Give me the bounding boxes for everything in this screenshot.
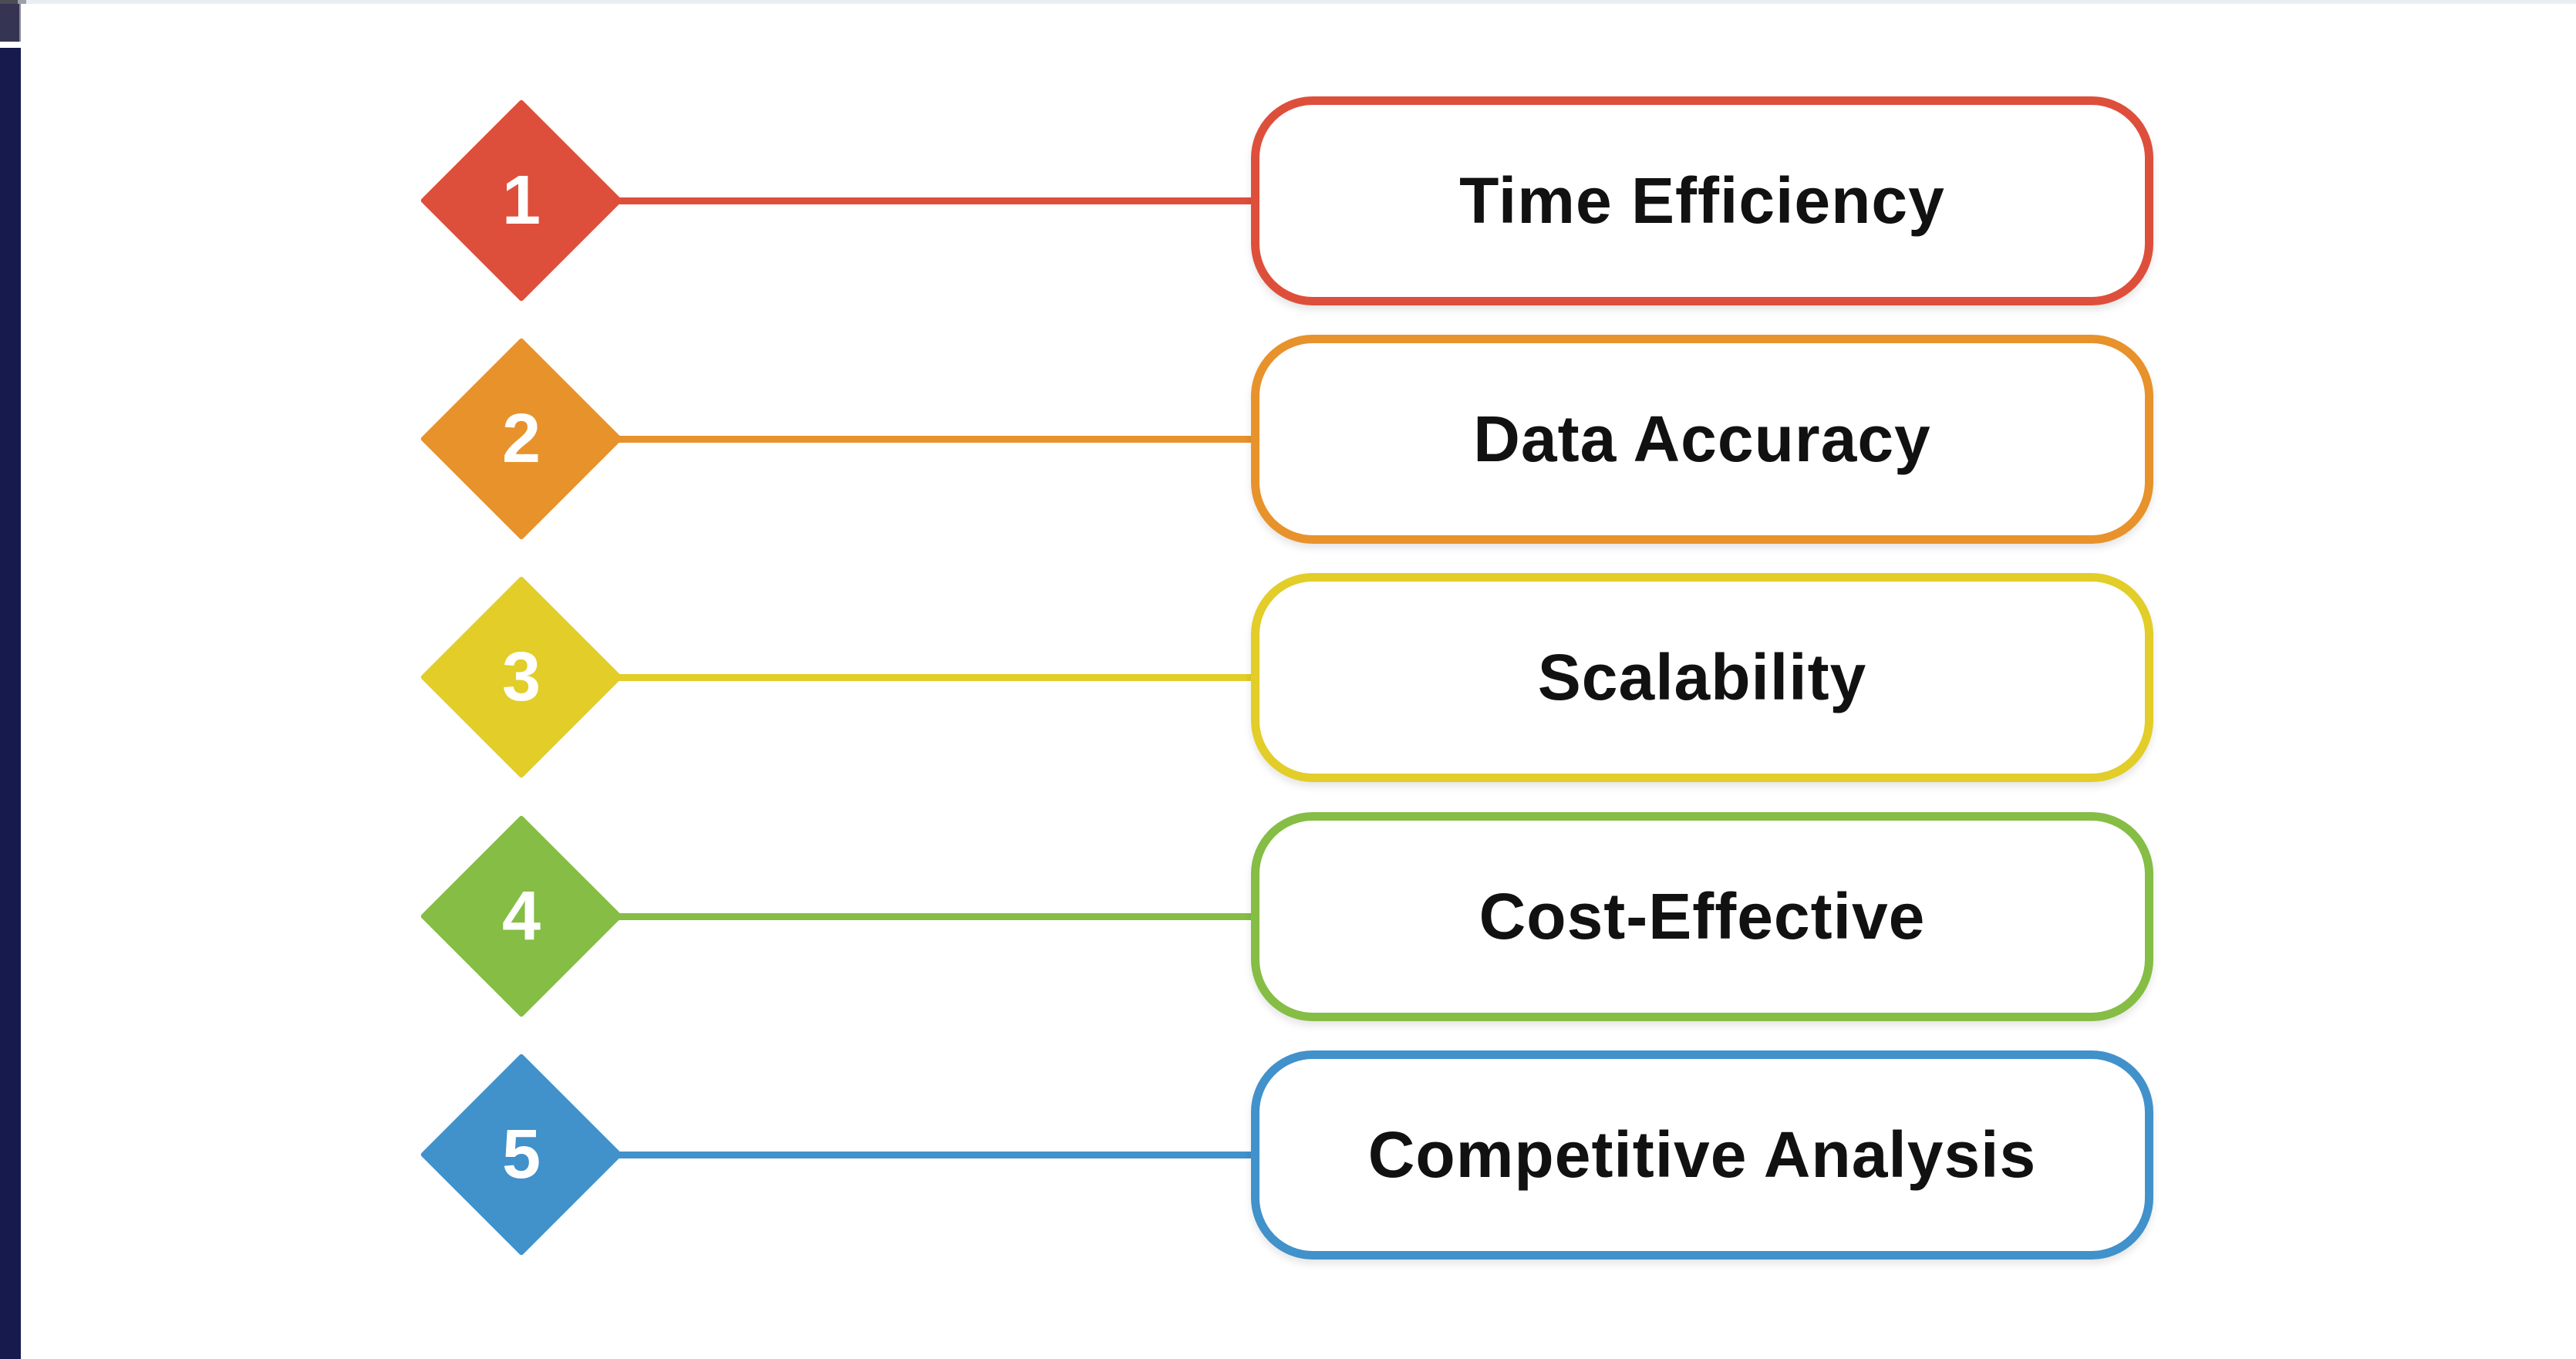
connector-line bbox=[540, 674, 1257, 681]
diamond-number: 4 bbox=[501, 878, 541, 955]
top-left-light-square bbox=[18, 0, 26, 4]
label-box: Cost-Effective bbox=[1251, 812, 2153, 1021]
label-box: Time Efficiency bbox=[1251, 96, 2153, 305]
diagram-row-3: 3 Scalability bbox=[0, 558, 2576, 797]
diagram-row-5: 5 Competitive Analysis bbox=[0, 1035, 2576, 1274]
diagram-row-4: 4 Cost-Effective bbox=[0, 797, 2576, 1036]
connector-line bbox=[540, 436, 1257, 443]
label-text: Cost-Effective bbox=[1479, 880, 1926, 953]
connector-line bbox=[540, 913, 1257, 920]
label-text: Scalability bbox=[1537, 641, 1867, 713]
left-panel-edge-upper bbox=[0, 4, 21, 42]
label-box: Scalability bbox=[1251, 573, 2153, 782]
label-text: Time Efficiency bbox=[1459, 164, 1945, 237]
diamond-number: 1 bbox=[501, 162, 541, 239]
diagram-row-2: 2 Data Accuracy bbox=[0, 319, 2576, 558]
connector-line bbox=[540, 1152, 1257, 1158]
diamond-number: 2 bbox=[501, 400, 541, 477]
connector-line bbox=[540, 197, 1257, 204]
label-box: Competitive Analysis bbox=[1251, 1050, 2153, 1260]
label-box: Data Accuracy bbox=[1251, 335, 2153, 544]
left-panel-edge-lower bbox=[0, 48, 21, 1359]
label-text: Competitive Analysis bbox=[1367, 1118, 2037, 1191]
top-window-strip bbox=[0, 0, 2576, 4]
label-text: Data Accuracy bbox=[1473, 403, 1931, 475]
diagram-row-1: 1 Time Efficiency bbox=[0, 81, 2576, 320]
diamond-number: 3 bbox=[501, 639, 541, 716]
top-left-dark-square bbox=[0, 0, 18, 4]
diamond-number: 5 bbox=[501, 1116, 541, 1193]
